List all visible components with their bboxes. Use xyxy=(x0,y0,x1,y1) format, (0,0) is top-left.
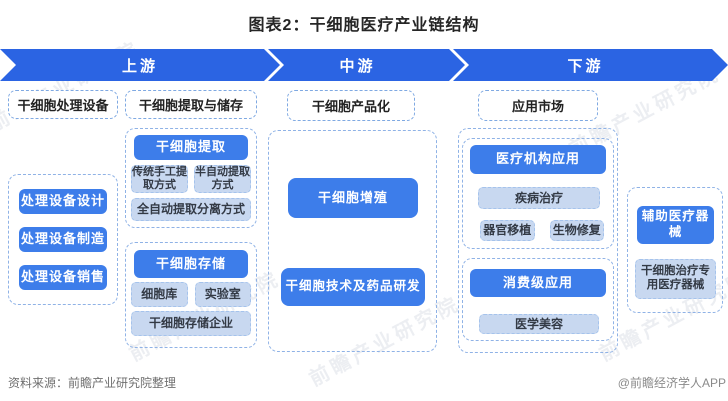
node-medical-institution-title: 医疗机构应用 xyxy=(470,145,606,174)
node-storage-title: 干细胞存储 xyxy=(134,250,248,278)
node-consumer-title: 消费级应用 xyxy=(470,269,606,297)
banner-upstream: 上游 xyxy=(0,49,280,81)
source-note: 资料来源：前瞻产业研究院整理 xyxy=(8,376,177,390)
node-extraction-title: 干细胞提取 xyxy=(134,135,248,160)
node-manual-extraction: 传统手工提取方式 xyxy=(131,164,188,193)
node-storage-company: 干细胞存储企业 xyxy=(131,311,251,336)
node-stemcell-therapy-device: 干细胞治疗专用医疗器械 xyxy=(635,259,716,299)
productization-group: 干细胞增殖 干细胞技术及药品研发 xyxy=(268,130,437,352)
node-stem-cell-proliferation: 干细胞增殖 xyxy=(288,178,418,218)
storage-group: 干细胞存储 细胞库 实验室 干细胞存储企业 xyxy=(125,242,257,348)
equipment-group: 处理设备设计 处理设备制造 处理设备销售 xyxy=(8,174,118,305)
node-tech-drug-rnd: 干细胞技术及药品研发 xyxy=(281,268,425,306)
medical-institution-group: 医疗机构应用 疾病治疗 器官移植 生物修复 xyxy=(462,138,614,249)
node-equipment-sales: 处理设备销售 xyxy=(19,265,107,290)
header-application-market: 应用市场 xyxy=(478,90,598,121)
node-disease-treatment: 疾病治疗 xyxy=(478,187,600,209)
credit-note: @前瞻经济学人APP xyxy=(617,376,726,390)
node-laboratory: 实验室 xyxy=(194,282,251,307)
node-equipment-design: 处理设备设计 xyxy=(19,189,107,214)
node-fullauto-extraction: 全自动提取分离方式 xyxy=(131,197,251,221)
auxiliary-device-group: 辅助医疗器械 干细胞治疗专用医疗器械 xyxy=(627,187,723,313)
node-equipment-manufacture: 处理设备制造 xyxy=(19,227,107,252)
header-extraction-storage: 干细胞提取与储存 xyxy=(125,90,257,119)
banner-midstream: 中游 xyxy=(268,49,465,81)
figure-title: 图表2：干细胞医疗产业链结构 xyxy=(248,17,480,34)
banner-midstream-label: 中游 xyxy=(339,57,376,75)
node-organ-transplant: 器官移植 xyxy=(480,220,535,241)
banner-downstream: 下游 xyxy=(453,49,728,81)
node-auxiliary-device-title: 辅助医疗器械 xyxy=(637,206,714,244)
header-equipment: 干细胞处理设备 xyxy=(8,90,118,119)
node-bio-repair: 生物修复 xyxy=(549,220,604,241)
consumer-application-group: 消费级应用 医学美容 xyxy=(462,258,614,341)
node-medical-beauty: 医学美容 xyxy=(479,314,599,334)
banner-downstream-label: 下游 xyxy=(567,57,604,75)
node-cell-bank: 细胞库 xyxy=(131,282,188,307)
application-market-group: 医疗机构应用 疾病治疗 器官移植 生物修复 消费级应用 医学美容 xyxy=(458,128,618,353)
banner-upstream-label: 上游 xyxy=(121,57,158,75)
header-productization: 干细胞产品化 xyxy=(287,90,415,121)
extraction-group: 干细胞提取 传统手工提取方式 半自动提取方式 全自动提取分离方式 xyxy=(125,128,257,228)
node-semiauto-extraction: 半自动提取方式 xyxy=(194,164,251,193)
